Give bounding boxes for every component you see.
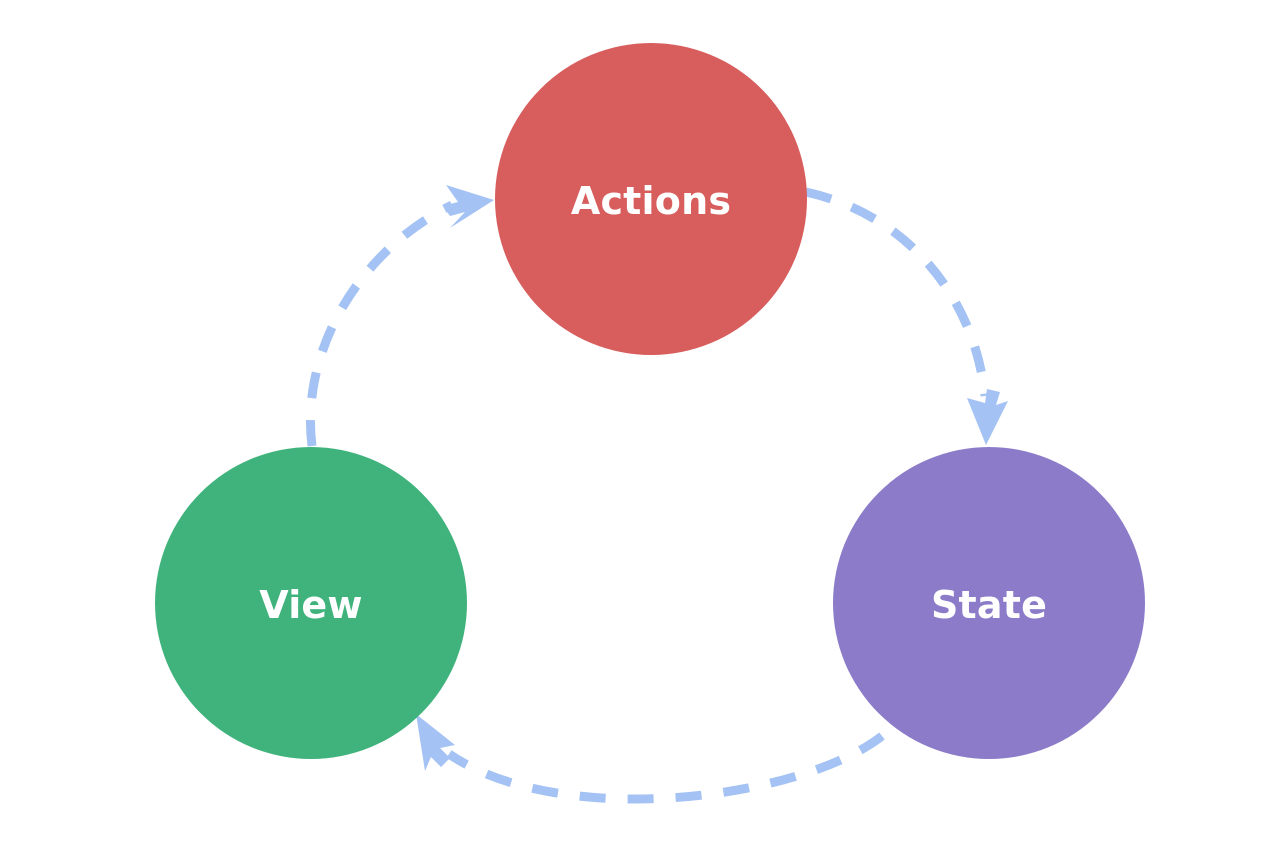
node-actions-circle[interactable] <box>495 43 807 355</box>
edge-actions-to-state <box>805 187 990 397</box>
arrowhead-to-actions-icon <box>443 185 494 228</box>
node-view-label: View <box>259 583 362 627</box>
node-actions[interactable]: Actions <box>495 43 807 355</box>
node-actions-label: Actions <box>571 179 731 223</box>
arrowhead-to-state-icon <box>967 389 1008 445</box>
arrowhead-to-view-icon <box>416 714 455 771</box>
node-view[interactable]: View <box>155 447 467 759</box>
node-state-circle[interactable] <box>833 447 1145 759</box>
node-state-label: State <box>931 583 1047 627</box>
edge-state-to-view <box>446 732 885 804</box>
node-state[interactable]: State <box>833 447 1145 759</box>
node-view-circle[interactable] <box>155 447 467 759</box>
edge-view-to-actions <box>306 200 454 447</box>
edge-group <box>306 185 1008 804</box>
